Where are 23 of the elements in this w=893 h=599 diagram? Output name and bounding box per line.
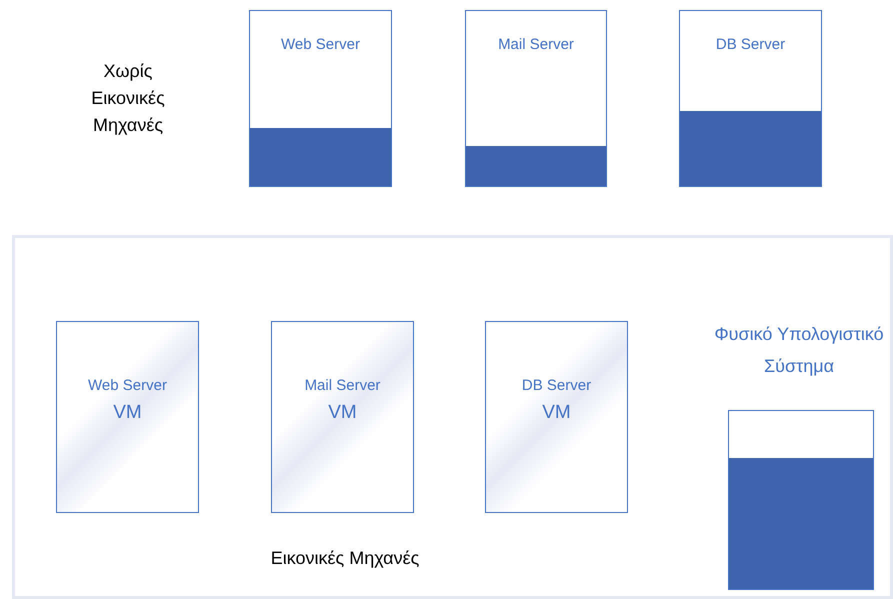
virtual-machine-box (56, 321, 199, 513)
virtual-machine-box (485, 321, 628, 513)
usage-bar (729, 458, 873, 589)
group-frame (12, 235, 893, 599)
server-name: Web Server (280, 36, 361, 53)
server-name: DB Server (520, 377, 592, 394)
usage-bar (466, 146, 606, 186)
group-title: Εικονικές Μηχανές (270, 548, 420, 569)
server-name: Mail Server (497, 36, 575, 53)
vm-label: VM (327, 402, 358, 424)
vm-label: VM (541, 402, 572, 424)
usage-bar (250, 128, 391, 186)
server-name: Web Server (87, 377, 168, 394)
server-box (679, 10, 822, 187)
vm-label: VM (112, 402, 143, 424)
virtual-machine-box (271, 321, 414, 513)
server-box (249, 10, 392, 187)
server-name: Mail Server (304, 377, 382, 394)
server-box (465, 10, 607, 187)
node-heading: Φυσικό Υπολογιστικό Σύστημα (714, 323, 884, 378)
server-name: DB Server (714, 36, 786, 53)
usage-bar (680, 111, 821, 186)
note-text: Χωρίς Εικονικές Μηχανές (90, 60, 166, 137)
